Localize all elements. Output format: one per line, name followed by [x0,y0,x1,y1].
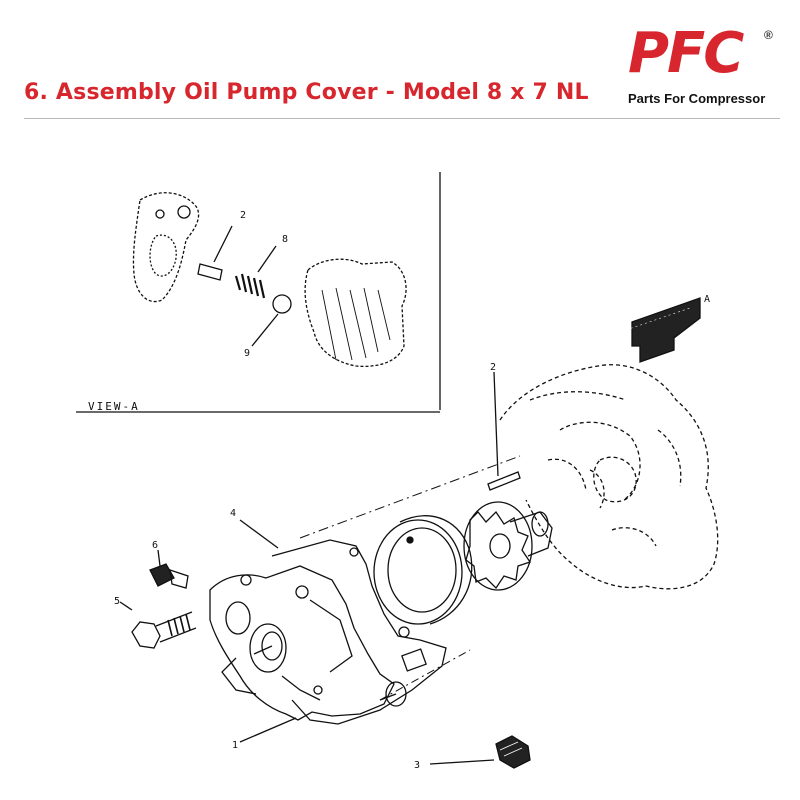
pfc-logo: PFC ® Parts For Compressor [624,22,780,112]
logo-tagline: Parts For Compressor [628,91,766,106]
relief-fitting [149,549,189,589]
inner-rotor [463,501,553,591]
callout-3: 3 [414,760,420,771]
callout-2-pin: 2 [490,362,496,373]
arrow-a-label: A [704,294,710,305]
header-divider [24,118,780,119]
callout-2: 2 [240,210,246,221]
view-direction-arrow [625,297,701,363]
pump-cover-body [209,565,407,721]
callout-1: 1 [232,740,238,751]
callout-6: 6 [152,540,158,551]
page-title: 6. Assembly Oil Pump Cover - Model 8 x 7… [24,80,589,105]
registered-mark: ® [764,28,773,42]
dowel-pin [487,371,521,491]
outer-rotor-ring [373,515,473,625]
hex-bolt [119,601,197,649]
drain-plug [429,735,531,769]
view-a-inset [76,172,441,413]
pump-housing [499,364,719,590]
callout-5: 5 [114,596,120,607]
callout-4: 4 [230,508,236,519]
view-a-label: VIEW-A [88,400,140,413]
exploded-assembly-diagram: 2 8 9 2 4 6 5 1 3 VIEW-A A [76,172,719,771]
gasket-plate [271,539,447,725]
callout-9: 9 [244,348,250,359]
callout-8: 8 [282,234,288,245]
logo-wordmark: PFC [628,21,744,86]
